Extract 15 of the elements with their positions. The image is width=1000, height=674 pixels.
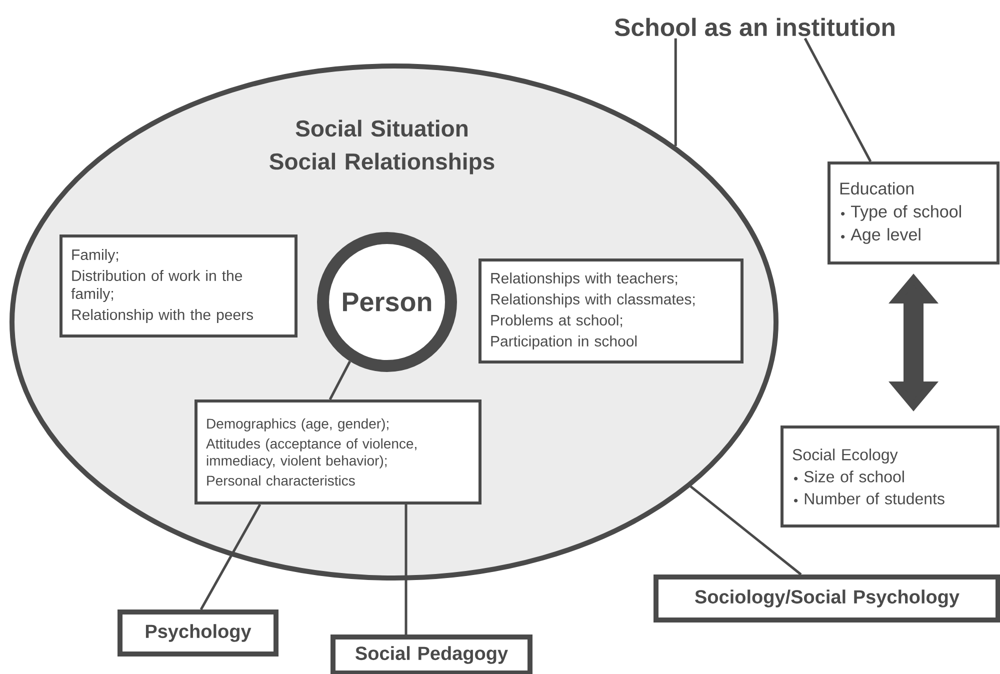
discipline-box: Psychology	[118, 610, 278, 656]
connector-line	[200, 504, 262, 610]
connector-line	[328, 360, 352, 400]
info-box: Demographics (age, gender); Attitudes (acceptance of violence, immediacy, violent behavior); Personal characteristics	[194, 400, 482, 504]
discipline-box: Social Pedagogy	[330, 634, 532, 674]
info-box: Education Type of school Age level	[828, 162, 1000, 264]
connector-line	[674, 38, 677, 146]
connector-line	[804, 38, 872, 162]
info-box: Family; Distribution of work in the family; Relationship with the peers	[60, 234, 298, 338]
discipline-box: Sociology/Social Psychology	[654, 574, 1000, 622]
info-box: Social Ecology Size of school Number of students	[780, 426, 1000, 528]
info-box: Relationships with teachers; Relationships with classmates; Problems at school; Participation in school	[478, 258, 744, 364]
connector-line	[404, 504, 408, 634]
heading: School as an institution	[614, 18, 894, 36]
connector-line	[690, 485, 802, 576]
